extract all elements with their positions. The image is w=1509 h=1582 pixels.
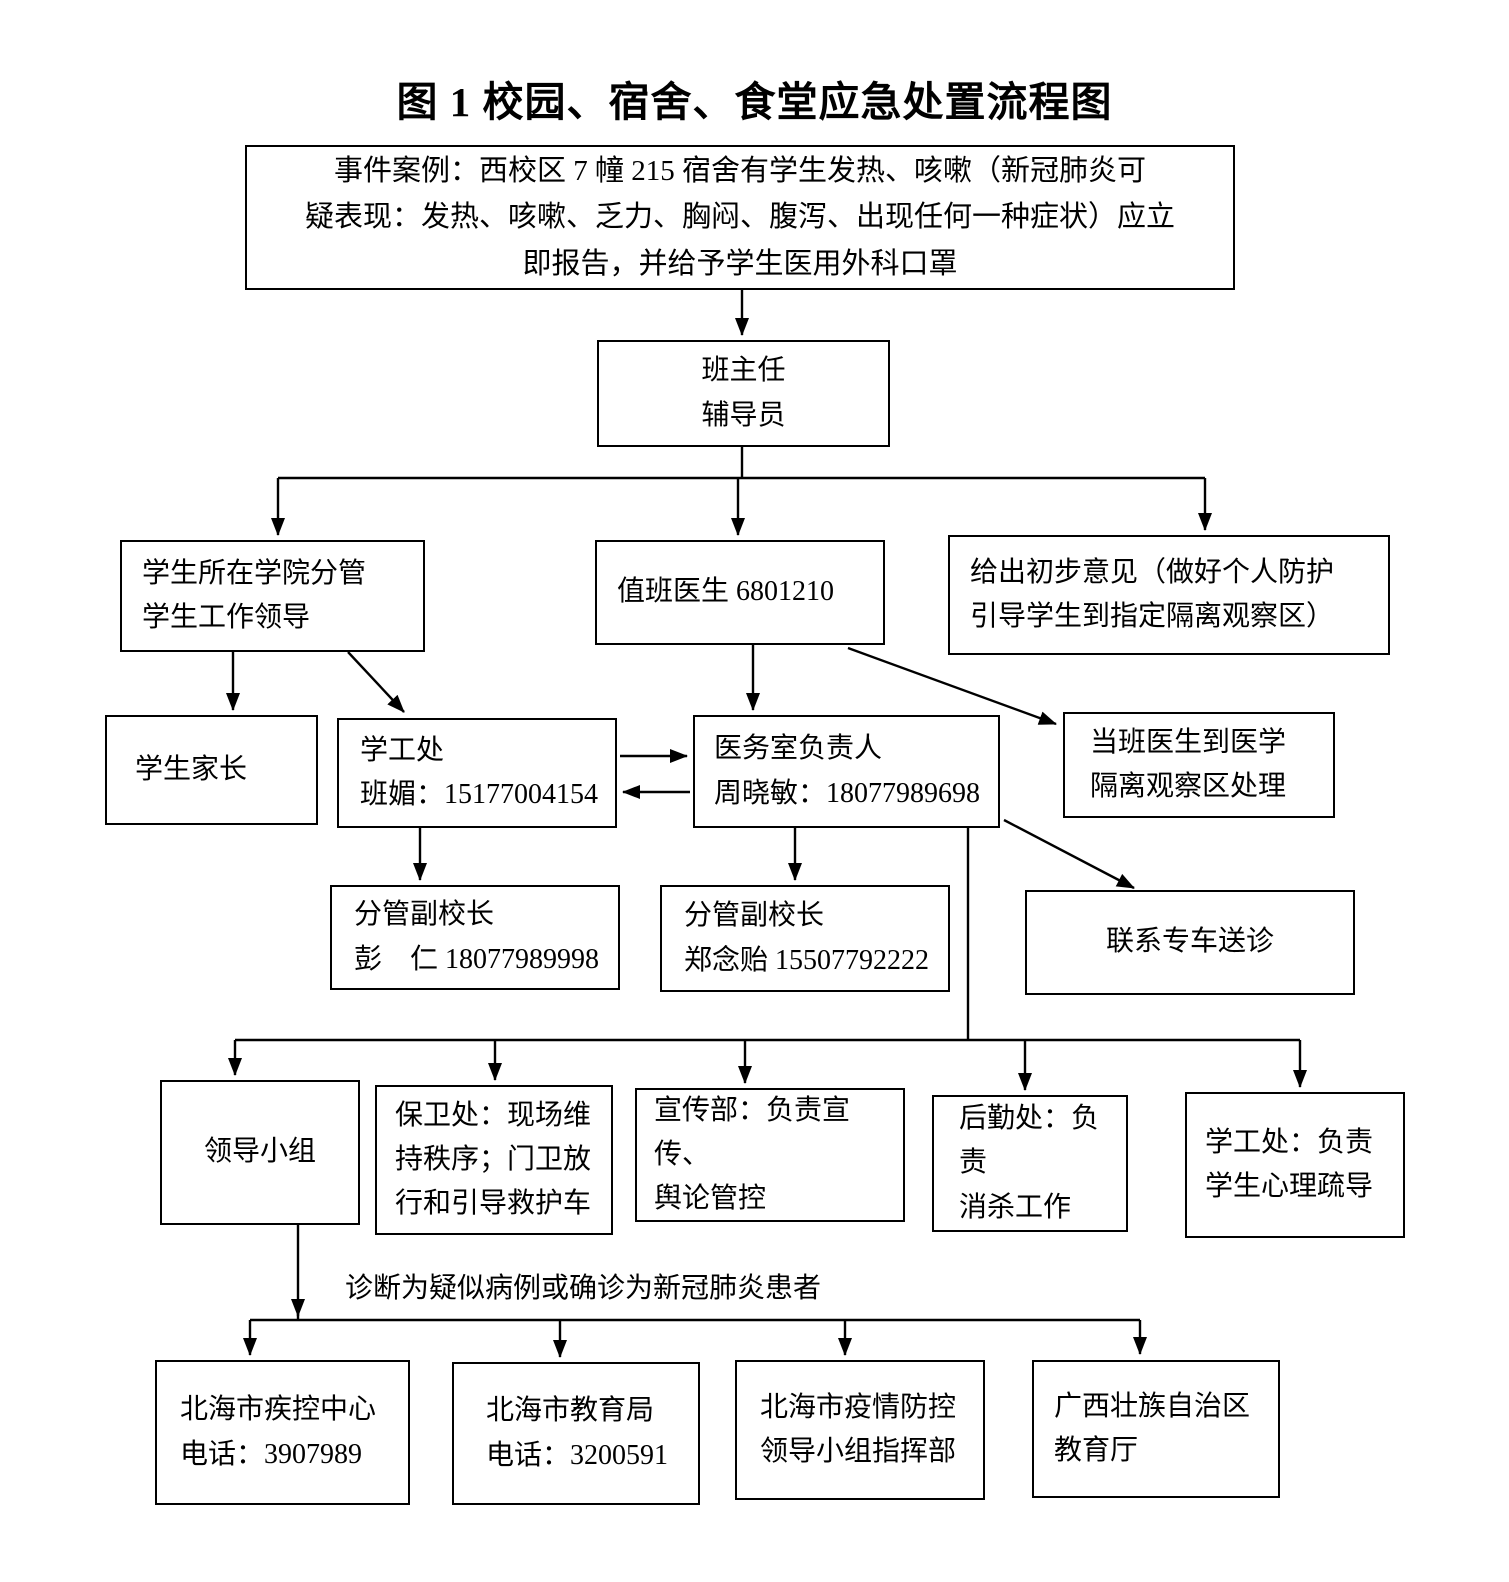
node-counseling-dept-line-1: 学工处：负责 [1205, 1126, 1374, 1158]
node-leading-group-line-1: 领导小组 [203, 1136, 316, 1168]
node-cdc-line-1: 北海市疾控中心 [180, 1394, 377, 1426]
node-vice-president-zheng-line-2: 郑念贻 15507792222 [684, 944, 930, 976]
node-isolation-doctor-line-1: 当班医生到医学 [1090, 726, 1287, 758]
node-isolation-doctor: 当班医生到医学 隔离观察区处理 [1063, 712, 1335, 818]
node-student-affairs-line-2: 班媚：15177004154 [360, 779, 599, 810]
node-counseling-dept: 学工处：负责 学生心理疏导 [1185, 1092, 1405, 1238]
node-guangxi-education-dept-line-1: 广西壮族自治区 [1054, 1390, 1251, 1422]
node-cdc-line-2: 电话：3907989 [180, 1438, 363, 1470]
node-vice-president-zheng-line-1: 分管副校长 [684, 900, 825, 932]
page-title: 图 1 校园、宿舍、食堂应急处置流程图 [396, 79, 1113, 125]
node-epidemic-hq-line-1: 北海市疫情防控 [760, 1391, 957, 1423]
node-class-teacher: 班主任 辅导员 [597, 340, 890, 447]
node-publicity-dept-line-1: 宣传部：负责宣传、 [654, 1094, 851, 1170]
node-class-teacher-line-1: 班主任 [701, 355, 786, 387]
node-vice-president-peng-line-1: 分管副校长 [354, 899, 495, 931]
node-case-line-3: 即报告，并给予学生医用外科口罩 [522, 247, 958, 280]
node-isolation-doctor-line-2: 隔离观察区处理 [1090, 771, 1287, 802]
node-case-line-1: 事件案例：西校区 7 幢 215 宿舍有学生发热、咳嗽（新冠肺炎可 [333, 154, 1146, 187]
node-counseling-dept-line-2: 学生心理疏导 [1205, 1171, 1374, 1202]
node-duty-doctor-line-1: 值班医生 6801210 [617, 576, 835, 608]
node-transport-line-1: 联系专车送诊 [1105, 926, 1274, 958]
node-parents: 学生家长 [105, 715, 318, 825]
node-college-leader-line-1: 学生所在学院分管 [142, 557, 367, 589]
node-guangxi-education-dept-line-2: 教育厅 [1054, 1435, 1139, 1466]
node-transport: 联系专车送诊 [1025, 890, 1355, 995]
node-publicity-dept: 宣传部：负责宣传、 舆论管控 [635, 1088, 905, 1222]
node-security-dept: 保卫处：现场维 持秩序；门卫放 行和引导救护车 [375, 1085, 613, 1235]
node-logistics-dept: 后勤处：负责 消杀工作 [932, 1095, 1128, 1232]
node-student-affairs: 学工处 班媚：15177004154 [337, 718, 617, 828]
node-clinic-head-line-1: 医务室负责人 [714, 733, 883, 765]
node-case-line-2: 疑表现：发热、咳嗽、乏力、胸闷、腹泻、出现任何一种症状）应立 [304, 201, 1175, 234]
node-initial-opinion-line-1: 给出初步意见（做好个人防护 [970, 556, 1335, 588]
node-education-bureau-line-1: 北海市教育局 [486, 1395, 655, 1427]
node-clinic-head: 医务室负责人 周晓敏：18077989698 [693, 715, 1000, 828]
node-clinic-head-line-2: 周晓敏：18077989698 [714, 777, 981, 809]
node-initial-opinion-line-2: 引导学生到指定隔离观察区） [970, 601, 1335, 632]
node-security-dept-line-1: 保卫处：现场维 [395, 1099, 592, 1131]
node-class-teacher-line-2: 辅导员 [701, 399, 786, 431]
node-logistics-dept-line-1: 后勤处：负责 [959, 1103, 1100, 1179]
node-epidemic-hq-line-2: 领导小组指挥部 [760, 1436, 957, 1467]
node-initial-opinion: 给出初步意见（做好个人防护 引导学生到指定隔离观察区） [948, 535, 1390, 655]
node-college-leader-line-2: 学生工作领导 [142, 602, 311, 633]
node-publicity-dept-line-2: 舆论管控 [654, 1183, 767, 1215]
node-vice-president-peng-line-2: 彭 仁 18077989998 [354, 943, 600, 975]
node-logistics-dept-line-2: 消杀工作 [959, 1191, 1072, 1223]
node-duty-doctor: 值班医生 6801210 [595, 540, 885, 645]
node-case: 事件案例：西校区 7 幢 215 宿舍有学生发热、咳嗽（新冠肺炎可 疑表现：发热… [245, 145, 1235, 290]
node-leading-group: 领导小组 [160, 1080, 360, 1225]
node-security-dept-line-3: 行和引导救护车 [395, 1188, 592, 1220]
node-vice-president-peng: 分管副校长 彭 仁 18077989998 [330, 885, 620, 990]
node-college-leader: 学生所在学院分管 学生工作领导 [120, 540, 425, 652]
node-parents-line-1: 学生家长 [135, 753, 248, 785]
node-vice-president-zheng: 分管副校长 郑念贻 15507792222 [660, 885, 950, 992]
node-cdc: 北海市疾控中心 电话：3907989 [155, 1360, 410, 1505]
node-epidemic-hq: 北海市疫情防控 领导小组指挥部 [735, 1360, 985, 1500]
node-education-bureau: 北海市教育局 电话：3200591 [452, 1362, 700, 1505]
node-guangxi-education-dept: 广西壮族自治区 教育厅 [1032, 1360, 1280, 1498]
diagnosis-condition-label: 诊断为疑似病例或确诊为新冠肺炎患者 [345, 1273, 822, 1304]
node-education-bureau-line-2: 电话：3200591 [486, 1439, 669, 1471]
node-security-dept-line-2: 持秩序；门卫放 [395, 1143, 592, 1175]
node-student-affairs-line-1: 学工处 [360, 734, 445, 766]
